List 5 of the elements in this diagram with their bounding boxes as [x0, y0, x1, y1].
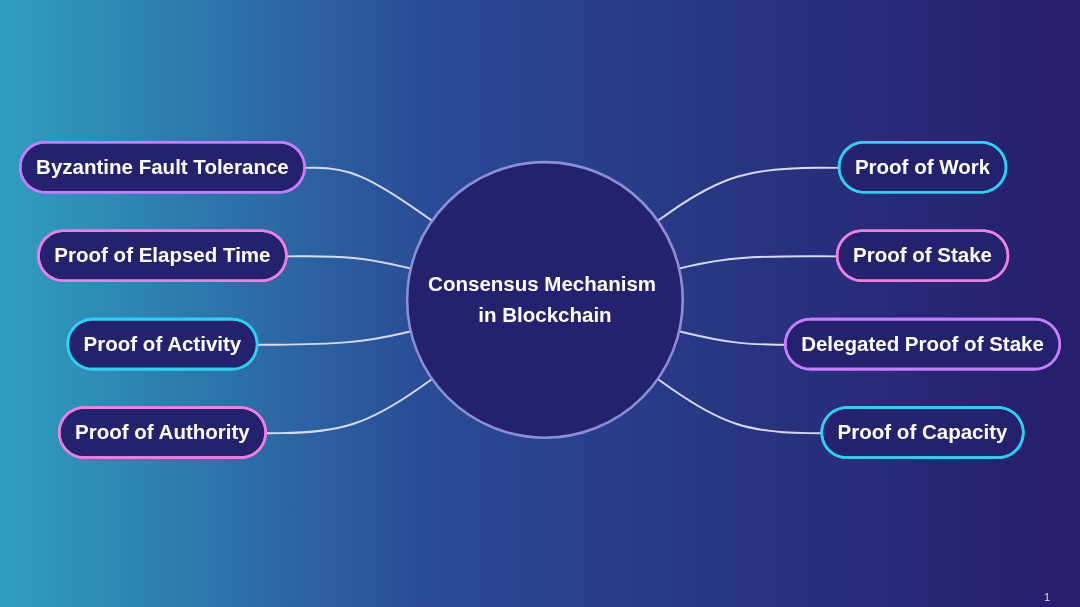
connector: [286, 255, 412, 270]
node-circle: Consensus Mechanism in Blockchain: [405, 160, 684, 440]
slide-number: 1: [1043, 591, 1050, 603]
connector: [304, 166, 434, 222]
connector: [265, 378, 434, 435]
